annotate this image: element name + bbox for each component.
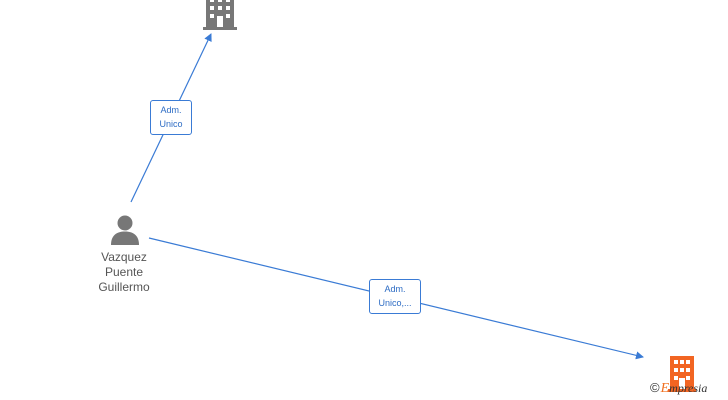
person-name-line-3: Guillermo: [98, 280, 150, 294]
edge-label-line-2: Unico: [159, 119, 183, 129]
copyright-symbol: ©: [650, 380, 660, 395]
person-icon[interactable]: [109, 214, 141, 246]
building-icon[interactable]: [203, 0, 237, 30]
brand-initial: E: [660, 381, 670, 396]
edge-label-line-1: Adm.: [384, 284, 406, 294]
watermark: ©Empresia: [650, 380, 707, 397]
edge-label-line-2: Unico,...: [378, 298, 412, 308]
person-name-line-1: Vazquez: [101, 250, 147, 264]
building-icon[interactable]: [668, 356, 696, 392]
edge-label-line-1: Adm.: [160, 105, 182, 115]
edge-label-adm-unico-more[interactable]: Adm. Unico,...: [369, 279, 421, 314]
brand-name: mpresia: [669, 381, 708, 395]
person-name[interactable]: Vazquez Puente Guillermo: [84, 250, 164, 295]
edge-label-adm-unico[interactable]: Adm. Unico: [150, 100, 192, 135]
person-name-line-2: Puente: [104, 265, 144, 279]
